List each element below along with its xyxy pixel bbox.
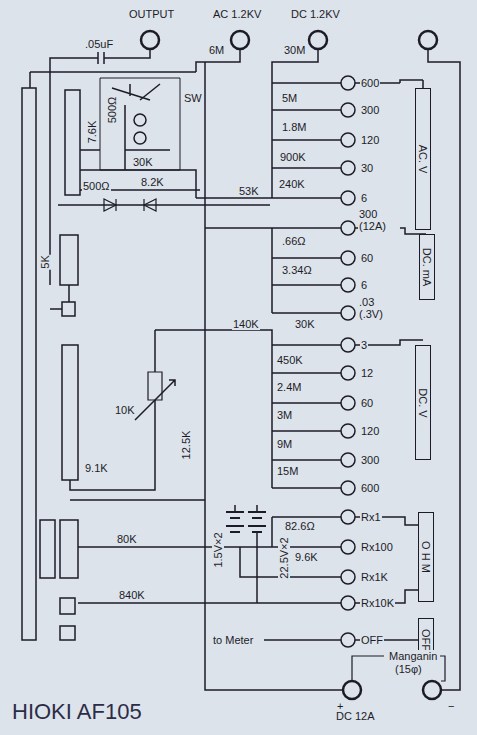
component-label: OUTPUT	[128, 8, 175, 20]
range-name: O H M	[420, 541, 432, 573]
component-label: 140K	[232, 318, 260, 330]
component-label: 5M	[281, 92, 298, 104]
component-label: 6	[360, 279, 368, 291]
component-label: 30K	[294, 318, 316, 330]
component-label: 3.34Ω	[281, 264, 313, 276]
component-label: 8.2K	[140, 176, 165, 188]
component-label: 15M	[276, 465, 299, 477]
switch-contact-bar: O H M	[418, 512, 434, 602]
component-label: 500Ω	[82, 180, 111, 192]
component-label: 82.6Ω	[284, 520, 316, 532]
component-label: 10K	[114, 404, 136, 416]
component-label: 60	[360, 397, 374, 409]
component-label: 300	[360, 454, 380, 466]
component-label: (15φ)	[394, 663, 423, 675]
component-label: 600	[360, 482, 380, 494]
component-label: Rx100	[360, 541, 394, 553]
component-label: 2.4M	[276, 381, 302, 393]
component-label: 5K	[39, 254, 51, 269]
component-label: 3M	[276, 409, 293, 421]
component-label: 80K	[116, 533, 138, 545]
component-label: .05uF	[84, 38, 114, 50]
component-label: 30M	[283, 44, 306, 56]
component-label: 22.5V×2	[278, 536, 290, 579]
model-title: HIOKI AF105	[12, 700, 142, 724]
component-label: 840K	[118, 589, 146, 601]
component-label: 12	[360, 367, 374, 379]
component-label: −	[447, 700, 455, 712]
component-label: 30	[360, 162, 374, 174]
component-label: SW	[183, 92, 203, 104]
component-label: .03 (.3V)	[358, 296, 400, 320]
component-label: 3	[360, 339, 368, 351]
component-label: 9.1K	[84, 462, 109, 474]
component-label: AC 1.2KV	[212, 8, 262, 20]
switch-contact-bar: DC. mA	[419, 234, 435, 300]
component-label: 60	[360, 252, 374, 264]
component-label: 53K	[238, 185, 260, 197]
component-label: DC 1.2KV	[290, 8, 341, 20]
component-label: 12.5K	[180, 430, 192, 461]
component-label: 7.6K	[86, 120, 98, 145]
switch-contact-bar: DC. V	[415, 345, 431, 460]
component-label: 6M	[208, 44, 225, 56]
range-name: DC. V	[417, 388, 429, 417]
component-label: 120	[360, 425, 380, 437]
switch-contact-bar: AC. V	[415, 88, 431, 230]
component-label: 30K	[132, 156, 154, 168]
component-label: Manganin	[388, 650, 438, 662]
range-name: OFF	[420, 629, 432, 651]
component-label: 600	[360, 77, 380, 89]
component-label: 1.8M	[281, 121, 307, 133]
component-label: .66Ω	[281, 235, 307, 247]
component-label: Rx1K	[360, 571, 389, 583]
component-label: Rx1	[360, 511, 382, 523]
component-label: 1.5V×2	[212, 531, 224, 568]
component-label: 240K	[278, 178, 306, 190]
component-label: 300	[360, 104, 380, 116]
component-label: Rx10K	[360, 597, 395, 609]
range-name: AC. V	[417, 145, 429, 174]
component-label: 300 (12A)	[358, 208, 400, 232]
component-label: OFF	[360, 634, 384, 646]
range-name: DC. mA	[421, 248, 433, 287]
component-label: 450K	[276, 354, 304, 366]
component-label: +	[336, 700, 344, 712]
component-label: 6	[360, 192, 368, 204]
component-label: to Meter	[212, 634, 254, 646]
component-label: 500Ω	[106, 96, 118, 125]
component-label: 900K	[279, 151, 307, 163]
component-label: 120	[360, 134, 380, 146]
component-label: 9M	[276, 438, 293, 450]
component-label: 9.6K	[294, 551, 319, 563]
